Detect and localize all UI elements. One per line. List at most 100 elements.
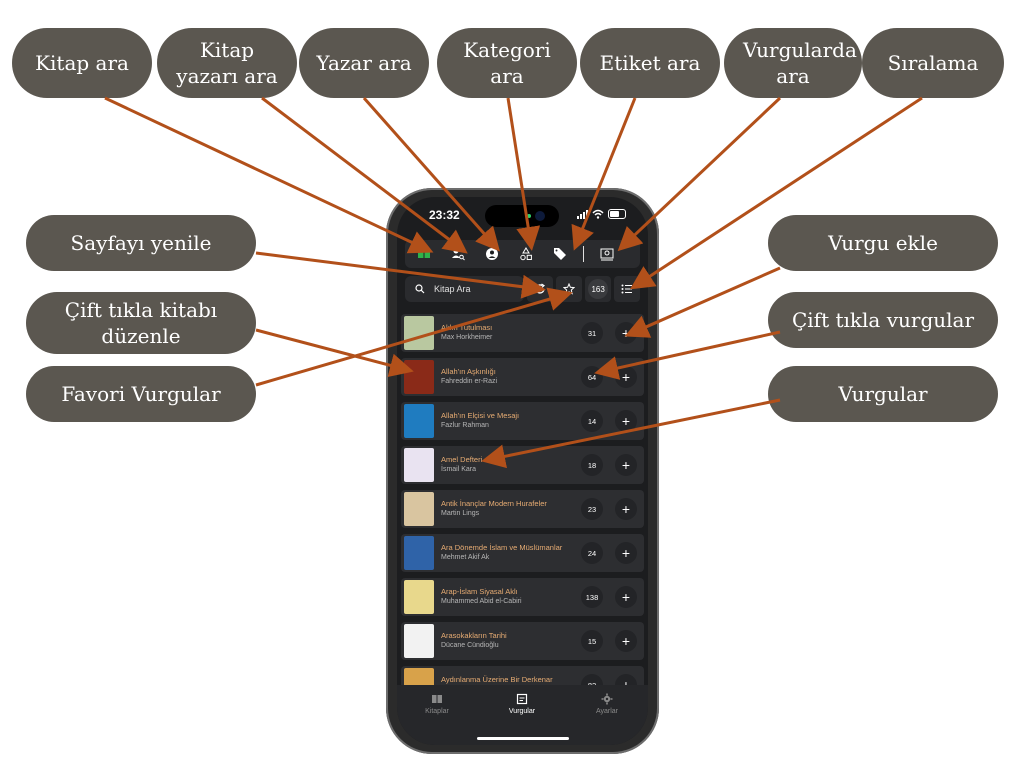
home-indicator [477,737,569,740]
user-icon [486,248,498,260]
add-highlight-button[interactable]: + [615,322,637,344]
search-input[interactable]: Kitap Ara [405,276,525,302]
callout-text: Çift tıkla kitabı düzenle [64,298,218,348]
callout-cift-tikla-kitabi-duzenle: Çift tıkla kitabı düzenle [26,292,256,354]
book-cover[interactable] [404,316,434,350]
author-search-button[interactable] [443,240,473,268]
book-author: İsmail Kara [441,466,477,473]
highlight-count-badge[interactable]: 31 [581,322,603,344]
callout-text: Yazar ara [316,51,412,75]
highlights-icon [516,693,528,705]
user-search-button[interactable] [477,240,507,268]
highlight-count-badge[interactable]: 24 [581,542,603,564]
callout-kategori-ara: Kategori ara [437,28,577,98]
tag-search-button[interactable] [545,240,575,268]
gear-icon [601,693,613,705]
book-cover[interactable] [404,536,434,570]
book-title: Ara Dönemde İslam ve Müslümanlar [441,543,563,552]
book-author: Mehmet Akif Ak [441,554,490,561]
status-icons [577,209,626,219]
callout-siralama: Sıralama [862,28,1004,98]
tab-bar: Kitaplar Vurgular Ayarlar [397,685,648,745]
book-author: Martin Lings [441,510,480,517]
book-search-button[interactable] [409,240,439,268]
add-highlight-button[interactable]: + [615,586,637,608]
add-highlight-button[interactable]: + [615,542,637,564]
callout-text: Sıralama [887,51,979,75]
highlight-search-icon [600,248,614,261]
tab-label: Kitaplar [425,708,449,715]
callout-yazar-ara: Yazar ara [299,28,429,98]
add-highlight-button[interactable]: + [615,410,637,432]
refresh-button[interactable] [527,276,554,302]
list-sort-icon [621,284,633,294]
book-cover[interactable] [404,360,434,394]
book-title: Arasokakların Tarihi [441,631,507,640]
callout-text: Vurgu ekle [828,231,938,255]
callout-text: Çift tıkla vurgular [791,308,975,332]
book-author: Fahreddin er-Razi [441,378,498,385]
tab-ayarlar[interactable]: Ayarlar [577,693,637,715]
refresh-icon [535,283,546,294]
book-cover[interactable] [404,624,434,658]
filter-toolbar [405,240,640,268]
book-title: Aklın Tutulması [441,323,493,332]
callout-text: Favori Vurgular [61,382,221,406]
highlight-search-button[interactable] [592,240,622,268]
highlight-count-badge[interactable]: 15 [581,630,603,652]
add-highlight-button[interactable]: + [615,454,637,476]
battery-icon [608,209,626,219]
category-search-button[interactable] [511,240,541,268]
book-icon [432,695,442,703]
callout-text: Vurgular [838,382,928,406]
tab-label: Vurgular [508,708,536,715]
highlight-count-badge[interactable]: 14 [581,410,603,432]
callout-kitap-ara: Kitap ara [12,28,152,98]
book-title: Allah'ın Aşkınlığı [441,367,496,376]
highlight-count-badge[interactable]: 23 [581,498,603,520]
callout-vurgu-ekle: Vurgu ekle [768,215,998,271]
dynamic-island [485,205,559,227]
book-title: Aydınlanma Üzerine Bir Derkenar [441,675,553,684]
count-chip: 163 [585,276,612,302]
author-search-icon [452,248,465,261]
highlight-count-badge[interactable]: 18 [581,454,603,476]
book-cover[interactable] [404,404,434,438]
category-icon [520,247,532,261]
toolbar-divider [583,246,584,262]
phone-screen: 23:32 Kitap Ara [397,197,648,745]
signal-icon [577,209,588,219]
callout-text: Kitap yazarı ara [176,38,278,88]
tab-vurgular[interactable]: Vurgular [492,693,552,715]
tab-kitaplar[interactable]: Kitaplar [407,693,467,715]
book-cover[interactable] [404,448,434,482]
callout-text: Etiket ara [599,51,701,75]
sort-button[interactable] [614,276,641,302]
callout-kitap-yazari-ara: Kitap yazarı ara [157,28,297,98]
total-count: 163 [588,279,609,299]
callout-favori-vurgular: Favori Vurgular [26,366,256,422]
book-title: Arap-İslam Siyasal Aklı [441,587,518,596]
book-cover[interactable] [404,580,434,614]
highlight-count-badge[interactable]: 138 [581,586,603,608]
add-highlight-button[interactable]: + [615,498,637,520]
search-icon [415,284,425,294]
callout-etiket-ara: Etiket ara [580,28,720,98]
add-highlight-button[interactable]: + [615,366,637,388]
favorite-highlights-button[interactable] [556,276,583,302]
add-highlight-button[interactable]: + [615,630,637,652]
highlight-count-badge[interactable]: 64 [581,366,603,388]
book-author: Fazlur Rahman [441,422,489,429]
callout-text: Vurgularda ara [743,38,857,88]
callout-vurgularda-ara: Vurgularda ara [724,28,862,98]
book-cover[interactable] [404,492,434,526]
callout-sayfayi-yenile: Sayfayı yenile [26,215,256,271]
